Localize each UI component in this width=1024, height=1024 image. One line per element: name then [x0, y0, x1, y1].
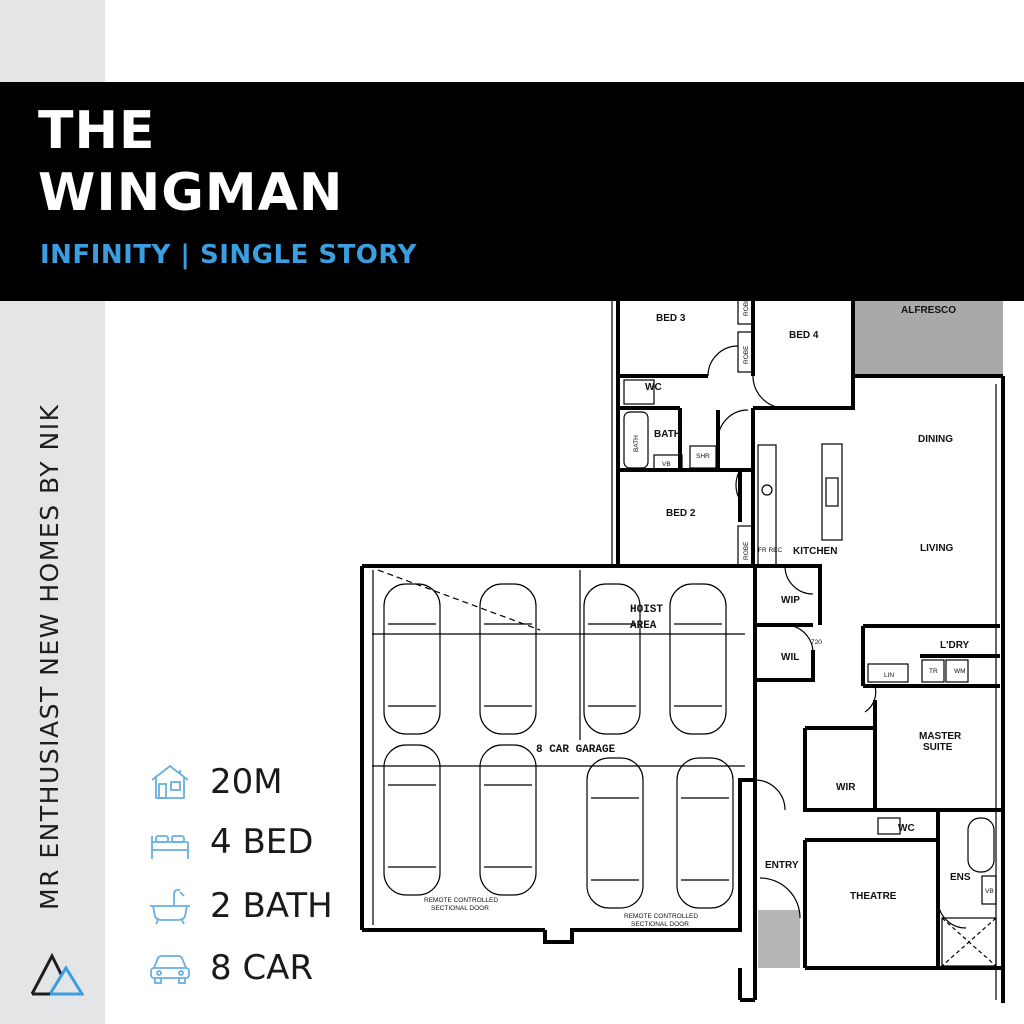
label-wm: WM	[954, 668, 966, 675]
label-ens: ENS	[950, 872, 971, 883]
label-alfresco: ALFRESCO	[901, 305, 956, 316]
bath-icon	[150, 889, 190, 925]
label-tr: TR	[929, 668, 938, 675]
title-banner	[0, 82, 1024, 301]
label-wil: WIL	[781, 652, 799, 663]
bed-icon	[151, 835, 189, 859]
label-hoist-2: AREA	[630, 620, 657, 632]
walls	[360, 274, 1005, 1003]
label-robe2: ROBE	[743, 345, 750, 364]
spec-bed: 4 BED	[146, 822, 313, 862]
car-icon	[150, 955, 190, 984]
spec-bed-value: 4 BED	[210, 822, 314, 862]
label-wc2: WC	[898, 823, 915, 834]
label-bed2: BED 2	[666, 508, 696, 519]
label-dim: 720	[811, 639, 822, 646]
label-door1-2: SECTIONAL DOOR	[431, 905, 489, 912]
label-door1-1: REMOTE CONTROLLED	[424, 897, 498, 904]
title-line-1: THE	[38, 101, 156, 161]
label-shr: SHR	[696, 453, 710, 460]
label-wip: WIP	[781, 595, 800, 606]
spec-frontage-value: 20M	[210, 762, 283, 802]
label-robe1: ROBE	[743, 297, 750, 316]
spec-car-value: 8 CAR	[210, 948, 314, 988]
title-line-2: WINGMAN	[38, 163, 344, 223]
label-wir: WIR	[836, 782, 856, 793]
page-subtitle: INFINITY | SINGLE STORY	[40, 240, 417, 270]
label-master-2: SUITE	[923, 742, 953, 753]
label-bath: BATH	[654, 429, 681, 440]
label-lin: LIN	[884, 672, 894, 679]
label-vb1: VB	[662, 461, 671, 468]
spec-car: 8 CAR	[146, 948, 313, 988]
label-bed4: BED 4	[789, 330, 819, 341]
label-ldry: L'DRY	[940, 640, 970, 651]
label-master-1: MASTER	[919, 731, 962, 742]
label-kitchen: KITCHEN	[793, 546, 837, 557]
label-dining: DINING	[918, 434, 953, 445]
spec-bath: 2 BATH	[146, 886, 333, 926]
label-bed3: BED 3	[656, 313, 686, 324]
label-vb2: VB	[985, 888, 994, 895]
label-door2-2: SECTIONAL DOOR	[631, 921, 689, 928]
brand-logo-icon	[30, 952, 84, 996]
label-garage: 8 CAR GARAGE	[536, 744, 616, 756]
fixtures	[370, 278, 997, 1000]
label-theatre: THEATRE	[850, 891, 897, 902]
house-frontage-icon	[151, 764, 189, 799]
label-bath-tub: BATH	[633, 435, 640, 452]
label-wc1: WC	[645, 382, 662, 393]
entry-porch-area	[758, 910, 800, 968]
label-fr-rec: FR REC	[758, 547, 783, 554]
spec-frontage: 20M	[146, 762, 283, 802]
label-door2-1: REMOTE CONTROLLED	[624, 913, 698, 920]
label-robe3: ROBE	[743, 541, 750, 560]
spec-bath-value: 2 BATH	[210, 886, 333, 926]
label-living: LIVING	[920, 543, 954, 554]
page-title: THE WINGMAN	[38, 100, 343, 224]
label-hoist-1: HOIST	[630, 604, 663, 616]
label-entry: ENTRY	[765, 860, 799, 871]
